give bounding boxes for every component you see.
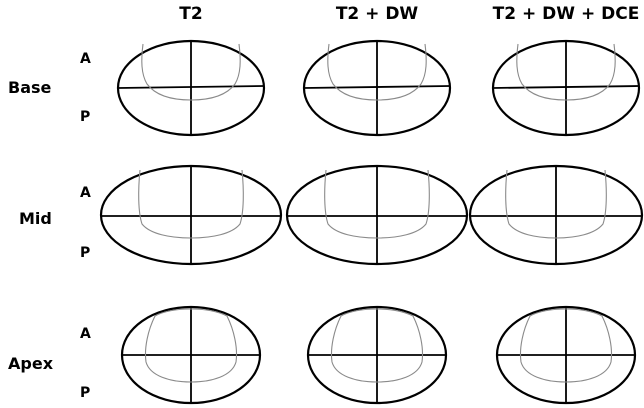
sector-map-base-t2 bbox=[118, 41, 264, 135]
anterior-label-base: A bbox=[80, 51, 91, 67]
sector-map-mid-t2 bbox=[101, 166, 281, 264]
sector-map-mid-t2-dw-dce bbox=[470, 166, 642, 264]
column-header-t2-dw: T2 + DW bbox=[336, 4, 419, 24]
sector-map-mid-t2-dw bbox=[287, 166, 467, 264]
posterior-label-base: P bbox=[80, 109, 90, 125]
sector-map-base-t2-dw-dce bbox=[493, 41, 639, 135]
row-header-base: Base bbox=[8, 78, 52, 97]
sector-map-apex-t2-dw-dce bbox=[497, 307, 635, 403]
sector-map-apex-t2 bbox=[122, 307, 260, 403]
sector-map-base-t2-dw bbox=[304, 41, 450, 135]
row-header-apex: Apex bbox=[8, 354, 54, 373]
column-header-t2-dw-dce: T2 + DW + DCE bbox=[493, 4, 640, 24]
anterior-label-mid: A bbox=[80, 185, 91, 201]
sector-map-apex-t2-dw bbox=[308, 307, 446, 403]
posterior-label-apex: P bbox=[80, 385, 90, 401]
anterior-label-apex: A bbox=[80, 326, 91, 342]
posterior-label-mid: P bbox=[80, 245, 90, 261]
column-header-t2: T2 bbox=[179, 4, 202, 24]
row-header-mid: Mid bbox=[19, 209, 52, 228]
